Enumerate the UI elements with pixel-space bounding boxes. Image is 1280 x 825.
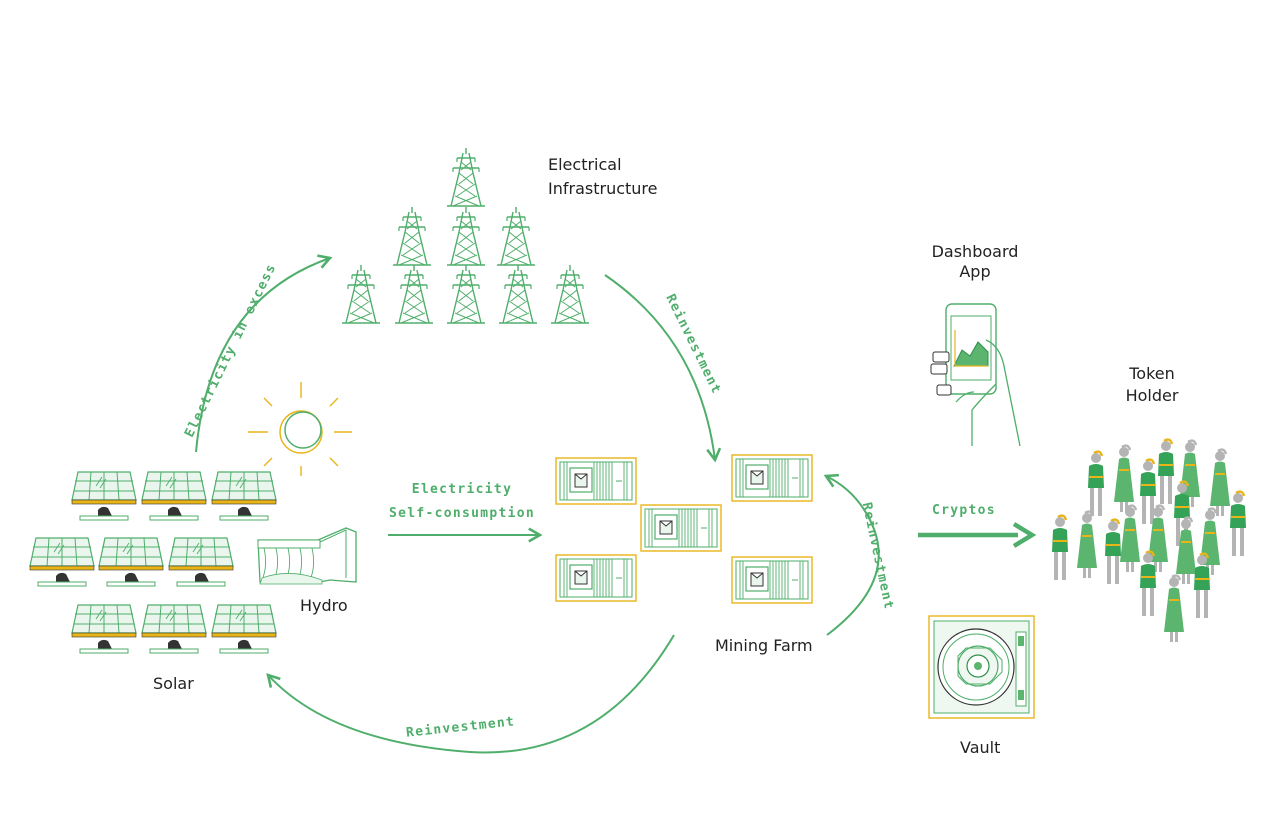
token-holder-person-icon (1208, 448, 1232, 518)
label-hydro: Hydro (300, 596, 348, 615)
label-token-holder-line1: Token (1129, 364, 1175, 383)
tower-icon (496, 206, 536, 266)
solar-panel-icon (71, 604, 137, 654)
tower-icon (341, 264, 381, 324)
label-solar: Solar (153, 674, 194, 693)
token-holder-person-icon (1156, 438, 1176, 506)
flow-label-self-consumption-line2: Self-consumption (388, 506, 536, 521)
token-holder-person-icon (1112, 444, 1136, 514)
solar-panel-icon (71, 471, 137, 521)
tower-icon (498, 264, 538, 324)
solar-panel-icon (211, 471, 277, 521)
label-dashboard-app: Dashboard App (915, 240, 1035, 284)
flow-label-self-consumption-line1: Electricity (411, 482, 513, 497)
label-token-holder-line2: Holder (1125, 386, 1179, 405)
mining-container-icon (555, 554, 637, 602)
label-electrical-infrastructure-line1: Electrical (548, 155, 622, 174)
mining-container-icon (555, 457, 637, 505)
label-electrical-infrastructure: Electrical Infrastructure (548, 153, 657, 201)
mining-container-icon (731, 556, 813, 604)
flow-label-electricity-in-excess: Electricity in excess (182, 261, 280, 440)
solar-panel-icon (29, 537, 95, 587)
tower-icon (550, 264, 590, 324)
label-vault: Vault (960, 738, 1001, 757)
token-holder-person-icon (1118, 504, 1142, 574)
label-dashboard-app-line1: Dashboard (931, 242, 1019, 261)
solar-panel-icon (141, 604, 207, 654)
tower-icon (392, 206, 432, 266)
token-holders-crowd (1050, 438, 1248, 644)
token-holder-person-icon (1086, 450, 1106, 518)
solar-panel-icon (168, 537, 234, 587)
tower-icon (446, 206, 486, 266)
mining-container-icon (731, 454, 813, 502)
label-token-holder: Token Holder (1092, 362, 1212, 408)
flow-label-reinvestment-bottom: Reinvestment (405, 714, 515, 740)
solar-panel-icon (98, 537, 164, 587)
token-holder-person-icon (1103, 518, 1123, 586)
tower-icon (394, 264, 434, 324)
token-holder-person-icon (1075, 510, 1099, 580)
label-dashboard-app-line2: App (959, 262, 991, 281)
solar-panel-icon (211, 604, 277, 654)
solar-panel-icon (141, 471, 207, 521)
mining-container-icon (640, 504, 722, 552)
token-holder-person-icon (1162, 574, 1186, 644)
phone-app-icon (930, 303, 1021, 447)
tower-icon (446, 264, 486, 324)
label-mining-farm: Mining Farm (715, 636, 813, 655)
arrow-reinvestment-bottom (266, 634, 675, 754)
arrow-reinvestment-top (604, 274, 722, 463)
arrow-reinvestment-right (823, 473, 880, 636)
tower-icon (446, 147, 486, 207)
sun-icon (248, 382, 352, 476)
arrow-electricity-in-excess (195, 254, 333, 453)
mining-farm-group (555, 454, 813, 604)
flow-label-reinvestment-right: Reinvestment (859, 501, 896, 611)
flow-label-cryptos: Cryptos (932, 503, 996, 518)
label-electrical-infrastructure-line2: Infrastructure (548, 179, 658, 198)
arrow-cryptos-head (1012, 522, 1037, 548)
token-holder-person-icon (1198, 507, 1222, 577)
token-holder-person-icon (1050, 514, 1070, 582)
vault-icon (928, 615, 1035, 719)
token-holder-person-icon (1228, 490, 1248, 558)
hydro-dam-icon (257, 527, 357, 585)
solar-farm-group (29, 471, 277, 654)
flow-label-self-consumption: Electricity Self-consumption (362, 478, 562, 526)
